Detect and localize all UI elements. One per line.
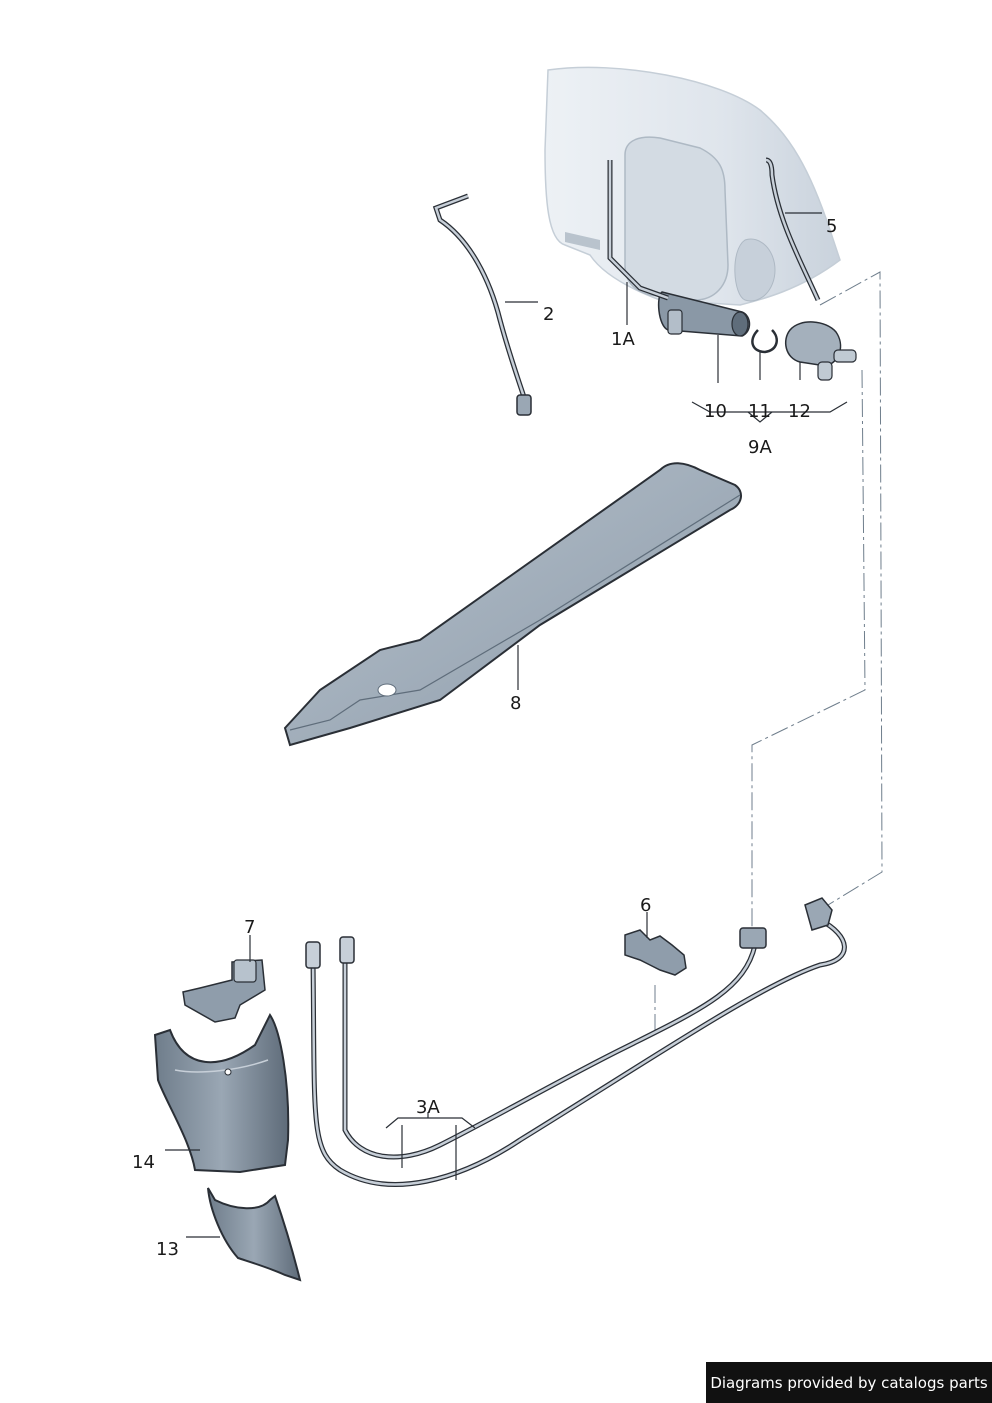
bracket-6	[624, 929, 687, 976]
cover-14	[153, 1013, 290, 1174]
callout-11: 11	[748, 401, 771, 422]
washer-pump-10	[657, 291, 751, 337]
hose-1A-core	[608, 160, 669, 300]
callout-7: 7	[244, 917, 256, 938]
filter-12	[784, 321, 857, 381]
washer-reservoir	[544, 66, 841, 306]
callout-13: 13	[156, 1239, 179, 1260]
callout-12: 12	[788, 401, 811, 422]
hose-2	[432, 193, 532, 416]
dashed-routing	[654, 271, 883, 1035]
callout-3A: 3A	[416, 1097, 440, 1118]
credit-banner: Diagrams provided by catalogs parts	[706, 1362, 992, 1403]
callout-8: 8	[510, 693, 522, 714]
callout-10: 10	[704, 401, 727, 422]
hose-5-core	[765, 158, 820, 301]
seal-11	[751, 329, 778, 354]
leader-lines	[165, 212, 848, 1238]
callout-14: 14	[132, 1152, 155, 1173]
callout-5: 5	[826, 216, 838, 237]
bracket-7	[182, 959, 266, 1023]
tray-8	[283, 462, 742, 747]
cover-13	[207, 1187, 302, 1282]
callout-1A: 1A	[611, 329, 635, 350]
hose-assembly-3A	[305, 897, 847, 1187]
callout-9A: 9A	[748, 437, 772, 458]
callout-2: 2	[543, 304, 555, 325]
callout-6: 6	[640, 895, 652, 916]
